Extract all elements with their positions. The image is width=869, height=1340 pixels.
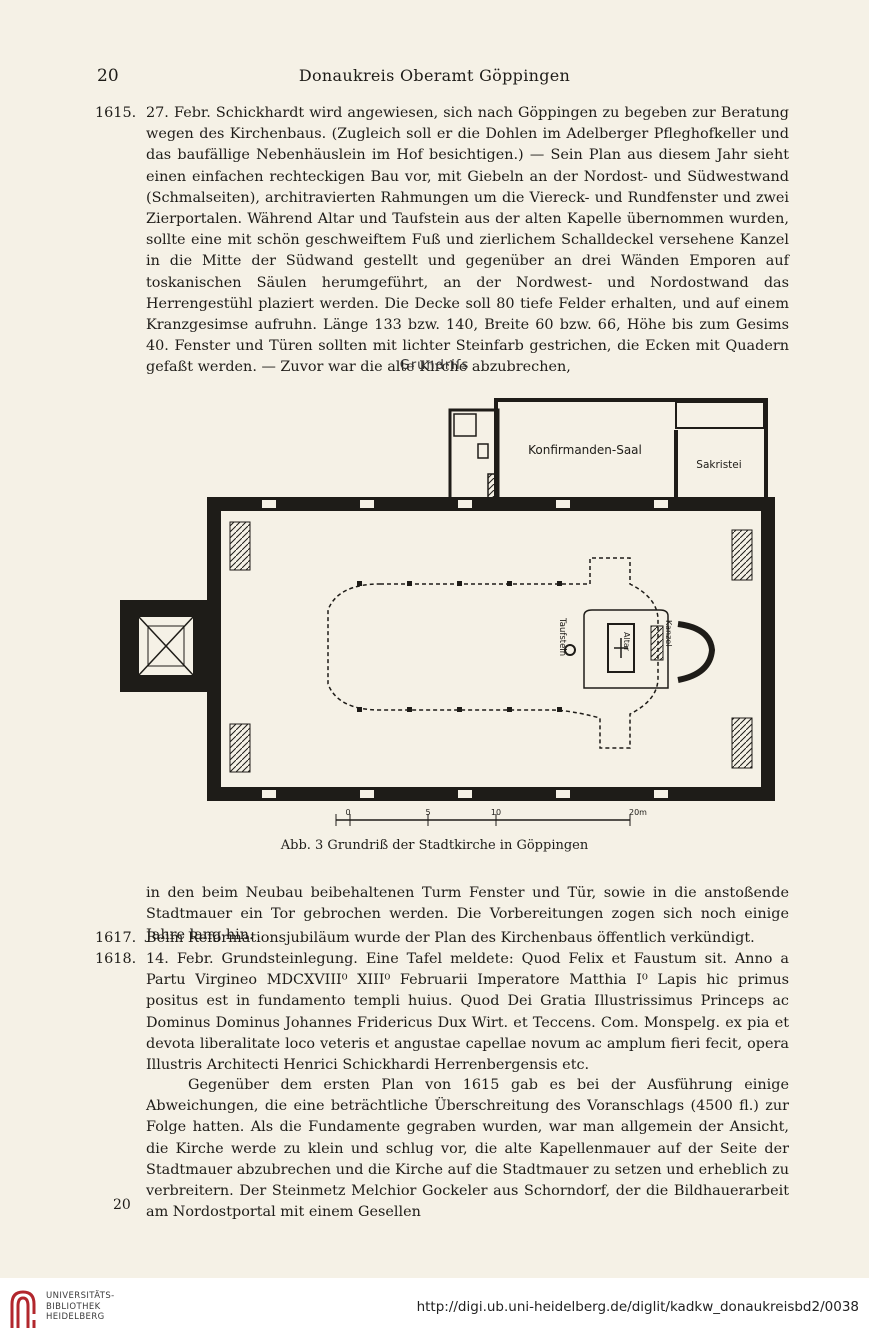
bottom-page-mark: 20 — [113, 1197, 131, 1213]
chancel-area: Taufstein Altar Kanzel — [557, 609, 716, 689]
floor-plan-drawing: Konfirmanden-Saal Sakristei — [120, 398, 775, 826]
entry-text-1617: Beim Reformationsjubiläum wurde der Plan… — [146, 930, 755, 946]
church-walls — [207, 497, 775, 801]
library-name-line-3: HEIDELBERG — [46, 1312, 105, 1322]
tower — [120, 600, 214, 692]
page-number: 20 — [97, 66, 119, 86]
library-name-line-2: BIBLIOTHEK — [46, 1301, 101, 1312]
last-paragraph: Gegenüber dem ersten Plan von 1615 gab e… — [146, 1077, 789, 1221]
gallery-outline — [327, 557, 659, 749]
running-head: 20 Donaukreis Oberamt Göppingen — [0, 66, 869, 92]
scale-tick-0: 0 — [345, 808, 350, 817]
label-altar: Altar — [622, 632, 631, 652]
label-konfirmanden-saal: Konfirmanden-Saal — [528, 443, 642, 457]
scale-tick-5: 5 — [425, 808, 430, 817]
label-kanzel: Kanzel — [664, 620, 673, 646]
library-footer: UNIVERSITÄTS- BIBLIOTHEK HEIDELBERG http… — [0, 1278, 869, 1340]
running-title: Donaukreis Oberamt Göppingen — [298, 66, 571, 85]
figure-caption: Abb. 3 Grundriß der Stadtkirche in Göppi… — [280, 838, 589, 853]
annex-building: Konfirmanden-Saal Sakristei — [448, 398, 768, 506]
stairs — [229, 521, 753, 773]
entry-text-1615: 27. Febr. Schickhardt wird angewiesen, s… — [146, 105, 789, 376]
continuation-text: in den beim Neubau beibehaltenen Turm Fe… — [146, 885, 789, 944]
scanned-page: 20 Donaukreis Oberamt Göppingen 1615. 27… — [0, 0, 869, 1278]
floor-plan-figure: Konfirmanden-Saal Sakristei — [110, 388, 780, 840]
gallery-columns — [357, 581, 562, 712]
scale-tick-10: 10 — [491, 808, 501, 817]
library-logo-icon — [10, 1290, 36, 1328]
entry-year-1615: 1615. — [95, 105, 137, 121]
entry-year-1618: 1618. — [95, 951, 137, 967]
source-url-link[interactable]: http://digi.ub.uni-heidelberg.de/diglit/… — [416, 1299, 859, 1315]
label-taufstein: Taufstein — [557, 617, 567, 656]
scale-tick-20: 20m — [629, 808, 647, 817]
library-name-line-1: UNIVERSITÄTS- — [46, 1291, 115, 1301]
label-sakristei: Sakristei — [696, 459, 741, 471]
library-name: UNIVERSITÄTS- BIBLIOTHEK HEIDELBERG — [46, 1291, 115, 1323]
scale-bar: 0 5 10 20m — [335, 808, 647, 826]
entry-year-1617: 1617. — [95, 930, 137, 946]
entry-text-1618: 14. Febr. Grundsteinlegung. Eine Tafel m… — [146, 951, 789, 1074]
plan-title: Grundriſs — [399, 358, 470, 373]
